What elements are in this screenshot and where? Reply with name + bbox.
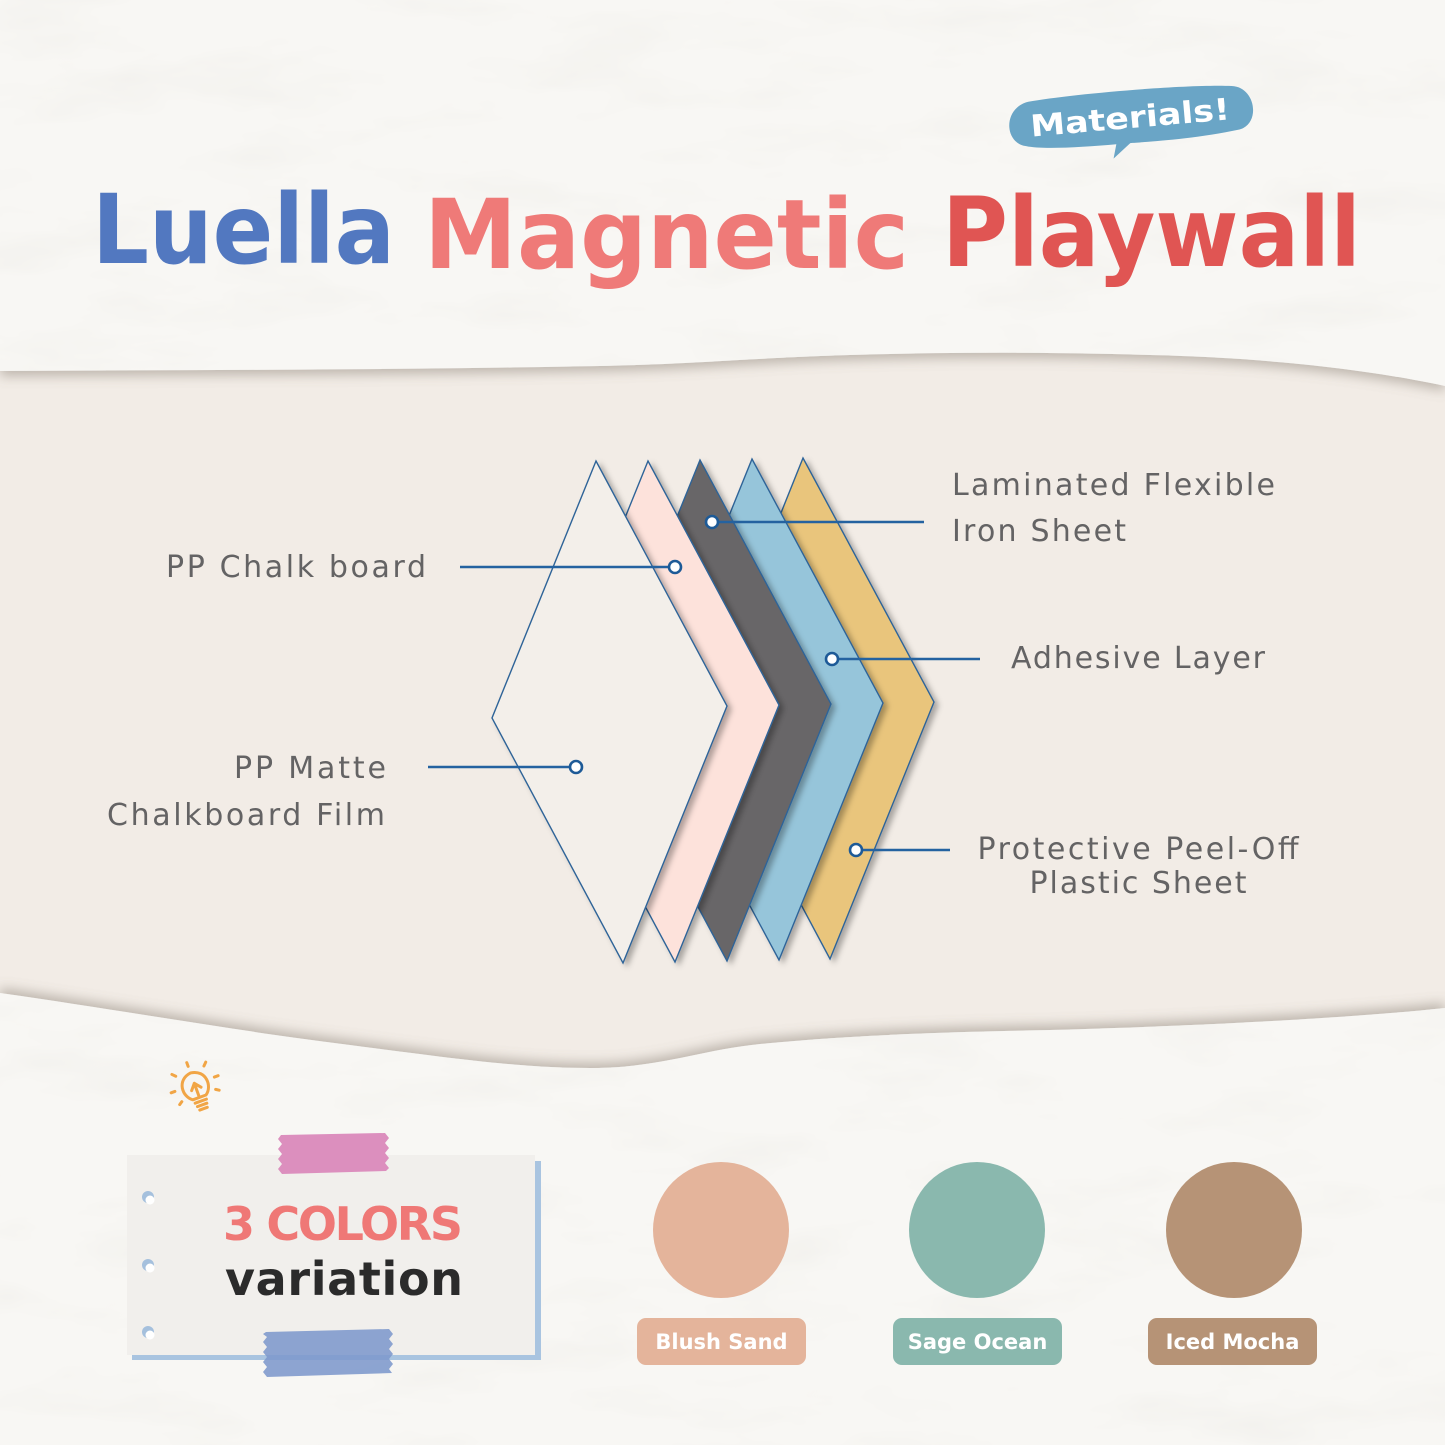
callout-adhesive: Adhesive Layer	[824, 641, 1266, 676]
label-chalk-board: PP Chalk board	[166, 550, 426, 585]
layer-matte-film	[491, 459, 728, 965]
speech-bubble-icon	[1009, 85, 1254, 159]
label-adhesive: Adhesive Layer	[1011, 641, 1266, 676]
swatch-label-pill	[1148, 1318, 1317, 1365]
callout-dot	[568, 759, 584, 775]
variations-heading: 3 COLORS	[223, 1197, 463, 1251]
label-iron-sheet-line1: Laminated Flexible	[952, 468, 1275, 503]
variations-subheading: variation	[225, 1252, 463, 1306]
callout-matte-film: PP Matte Chalkboard Film	[107, 751, 584, 833]
color-swatch	[653, 1162, 789, 1298]
label-peel-off-line1: Protective Peel-Off	[978, 832, 1300, 867]
swatch-label-pill	[893, 1318, 1062, 1365]
swatch-label: Sage Ocean	[908, 1330, 1048, 1354]
layers-diagram: PP Chalk board Laminated Flexible Iron S…	[107, 456, 1300, 965]
label-iron-sheet-line2: Iron Sheet	[952, 514, 1126, 549]
punch-holes	[142, 1191, 155, 1340]
color-variations: 3 COLORS variation Blush Sand Sage Ocean…	[127, 1060, 1317, 1377]
swatch-blush-sand: Blush Sand	[637, 1162, 806, 1365]
title-word-magnetic: Magnetic	[424, 179, 909, 291]
callout-iron-sheet: Laminated Flexible Iron Sheet	[704, 468, 1275, 549]
title-word-playwall: Playwall	[942, 177, 1361, 289]
label-peel-off-line2: Plastic Sheet	[1030, 866, 1247, 901]
label-matte-film-line2: Chalkboard Film	[107, 798, 385, 833]
pink-tape	[278, 1133, 389, 1174]
swatch-label: Blush Sand	[655, 1330, 787, 1354]
materials-badge: Materials!	[1009, 85, 1254, 159]
header: Materials! Luella Magnetic Playwall	[92, 85, 1361, 291]
swatch-label-pill	[637, 1318, 806, 1365]
callout-dot	[704, 514, 720, 530]
callout-dot	[848, 842, 864, 858]
swatch-label: Iced Mocha	[1166, 1330, 1300, 1354]
color-swatch	[909, 1162, 1045, 1298]
callout-dot	[667, 559, 683, 575]
swatch-sage-ocean: Sage Ocean	[893, 1162, 1062, 1365]
callout-dot	[824, 651, 840, 667]
note-card-paper	[127, 1155, 535, 1355]
lightbulb-icon	[169, 1060, 221, 1112]
label-matte-film-line1: PP Matte	[234, 751, 386, 786]
swatch-iced-mocha: Iced Mocha	[1148, 1162, 1317, 1365]
blue-tape	[263, 1329, 393, 1377]
note-card: 3 COLORS variation	[127, 1133, 541, 1377]
color-swatch	[1166, 1162, 1302, 1298]
title-word-brand: Luella	[92, 174, 395, 286]
callout-chalk-board: PP Chalk board	[166, 550, 683, 585]
